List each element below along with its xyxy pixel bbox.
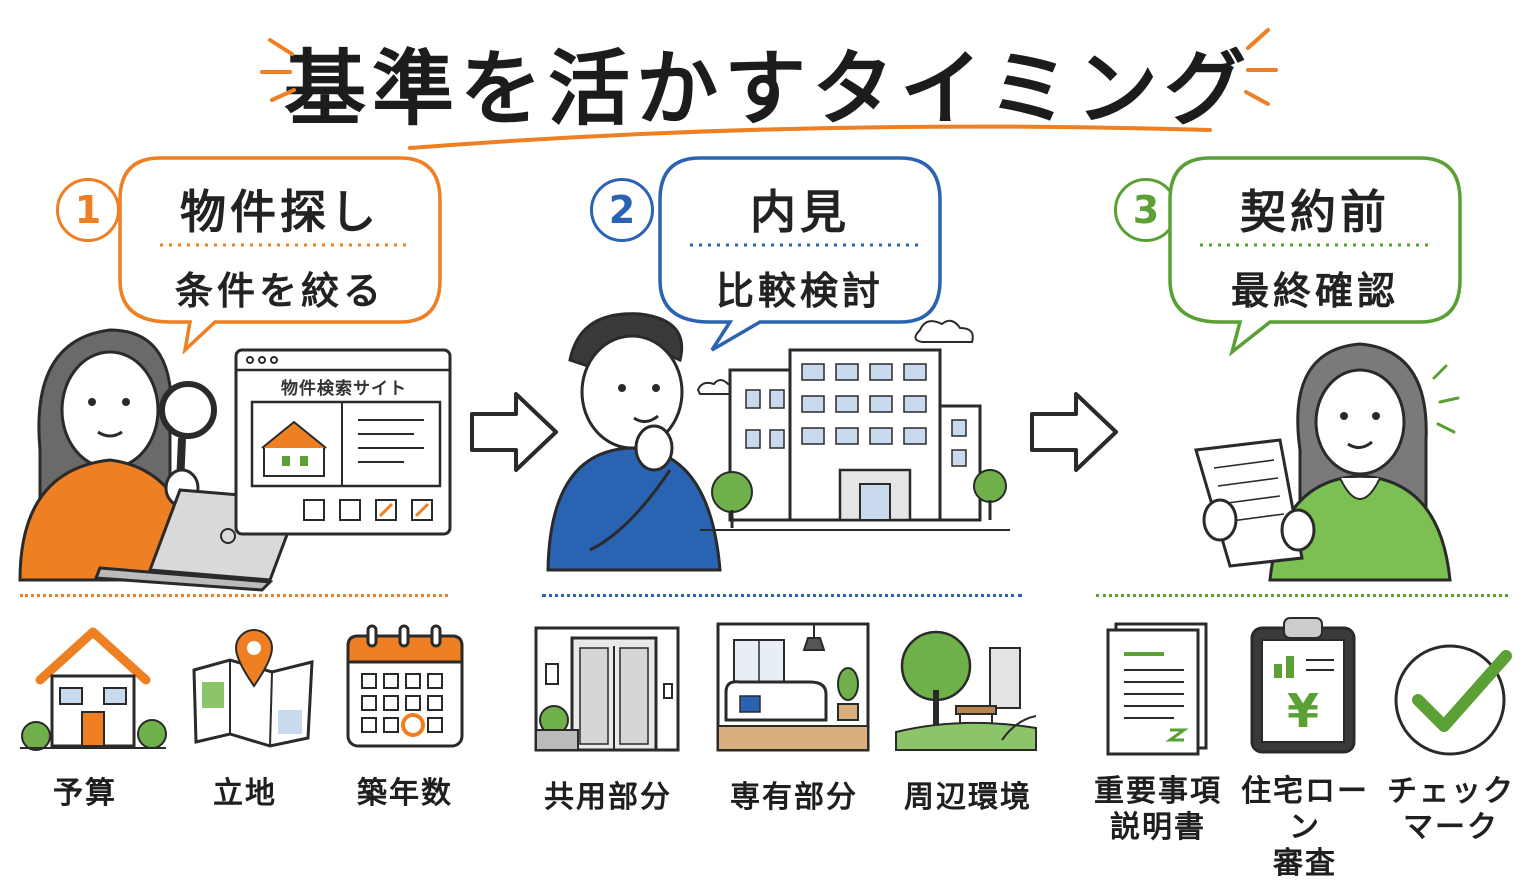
yen-icon: ¥ <box>1286 684 1319 738</box>
step-1-separator <box>20 594 448 597</box>
item-private-area-label: 専有部分 <box>730 780 858 815</box>
search-site-window <box>234 348 452 536</box>
apartment-building-illustration <box>696 319 1010 531</box>
step-3-illustration-woman-document <box>1194 342 1460 582</box>
item-check-mark-line2: マーク <box>1403 810 1499 845</box>
step-2-separator <box>542 594 1022 597</box>
step-2-speech-bubble <box>658 156 942 352</box>
item-loan-review-label: 住宅ローン 審査 <box>1230 774 1380 882</box>
surroundings-park-icon <box>895 630 1037 751</box>
step-2-subtitle: 比較検討 <box>715 269 884 313</box>
private-room-sofa-icon <box>716 622 870 752</box>
item-check-mark-line1: チェック <box>1387 774 1515 809</box>
item-loan-review-line1: 住宅ローン <box>1241 774 1369 845</box>
common-area-entrance-icon <box>534 626 680 752</box>
document-explanation-icon <box>1106 622 1208 756</box>
title-decoration <box>260 28 1278 150</box>
step-3-subtitle: 最終確認 <box>1230 269 1399 313</box>
map-location-icon <box>192 629 314 748</box>
calendar-icon <box>346 624 464 748</box>
step-1-speech-bubble <box>118 156 442 355</box>
arrow-right-icon <box>470 392 558 472</box>
arrow-right-icon <box>1030 392 1118 472</box>
step-3-speech-bubble <box>1168 156 1462 357</box>
item-important-matters-line2: 説明書 <box>1110 810 1206 845</box>
step-3-separator <box>1096 594 1508 597</box>
item-common-area-label: 共用部分 <box>544 780 672 815</box>
item-surroundings-label: 周辺環境 <box>904 780 1032 815</box>
step-3-title: 契約前 <box>1240 185 1390 239</box>
item-check-mark-label: チェック マーク <box>1386 774 1516 846</box>
checkmark-icon <box>1394 644 1512 756</box>
step-2-number: 2 <box>590 178 654 242</box>
step-1-title: 物件探し <box>180 185 380 239</box>
house-budget-icon <box>20 627 167 751</box>
item-location-label: 立地 <box>213 776 277 811</box>
item-building-age-label: 築年数 <box>357 776 453 811</box>
item-budget-label: 予算 <box>53 776 117 811</box>
step-2-illustration-man-thinking <box>546 312 722 572</box>
step-2-title: 内見 <box>750 185 850 239</box>
item-important-matters-line1: 重要事項 <box>1094 774 1222 809</box>
page-title: 基準を活かすタイミング <box>283 42 1252 137</box>
clipboard-loan-icon <box>1250 617 1356 754</box>
search-site-title: 物件検索サイト <box>281 379 407 399</box>
step-1-subtitle: 条件を絞る <box>174 269 385 313</box>
item-loan-review-line2: 審査 <box>1273 846 1337 881</box>
item-important-matters-label: 重要事項 説明書 <box>1086 774 1230 846</box>
step-3-number: 3 <box>1114 178 1178 242</box>
